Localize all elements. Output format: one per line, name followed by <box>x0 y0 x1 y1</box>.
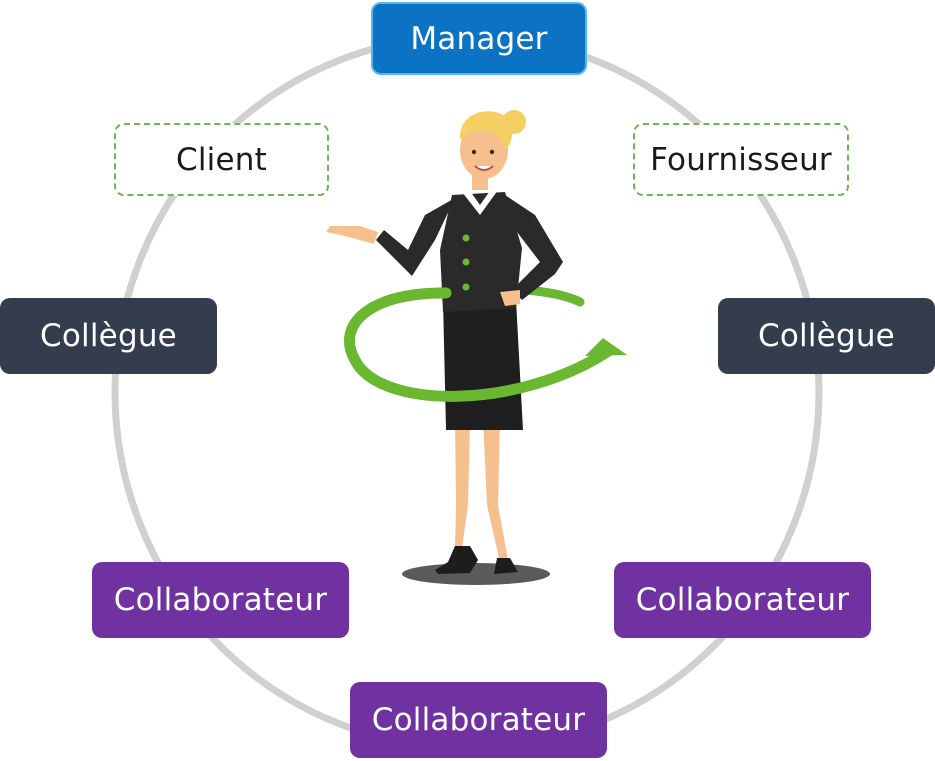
collaborator-left-label: Collaborateur <box>113 582 328 618</box>
colleague-right-label: Collègue <box>758 318 895 354</box>
manager-label: Manager <box>410 20 548 57</box>
collaborator-right-node: Collaborateur <box>614 562 871 638</box>
collaborator-left-node: Collaborateur <box>92 562 349 638</box>
collaborator-right-label: Collaborateur <box>635 582 850 618</box>
supplier-label: Fournisseur <box>650 141 832 178</box>
colleague-left-node: Collègue <box>0 298 217 374</box>
colleague-left-label: Collègue <box>40 318 177 354</box>
colleague-right-node: Collègue <box>718 298 935 374</box>
manager-node: Manager <box>371 2 587 75</box>
businesswoman-presenting-icon <box>326 110 627 585</box>
collaborator-bottom-label: Collaborateur <box>371 702 586 738</box>
supplier-node: Fournisseur <box>633 123 849 196</box>
collaborator-bottom-node: Collaborateur <box>350 682 607 758</box>
client-label: Client <box>176 141 267 178</box>
client-node: Client <box>114 123 329 196</box>
